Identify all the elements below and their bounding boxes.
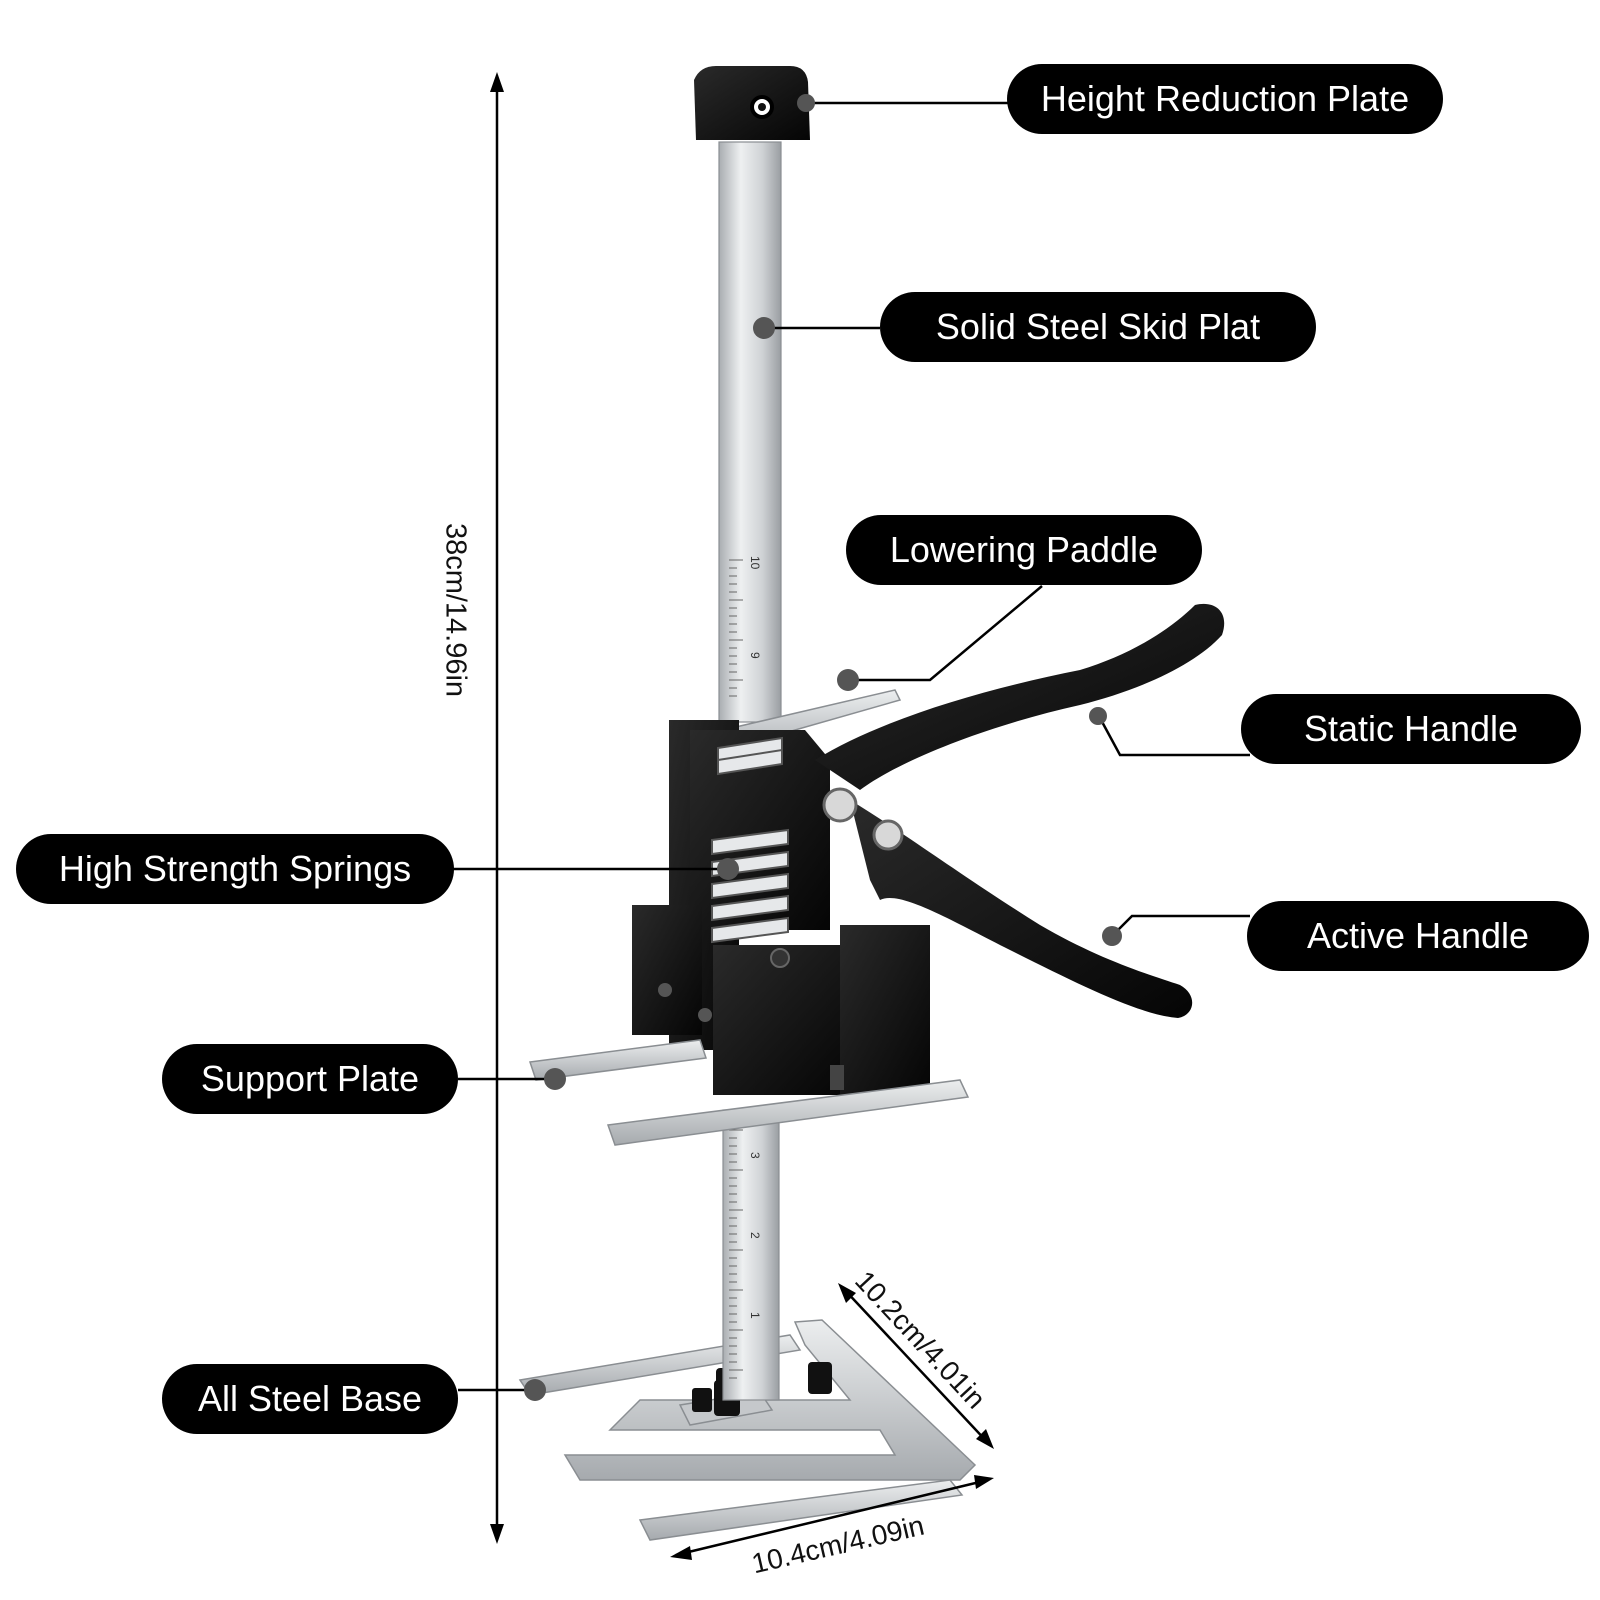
dot-high-strength-springs: [717, 858, 739, 880]
ruler-number: 1: [748, 1312, 762, 1319]
ruler-number: 2: [748, 1232, 762, 1239]
leader-static-handle: [1098, 717, 1250, 757]
label-support-plate: Support Plate: [162, 1044, 458, 1114]
label-height-reduction-plate: Height Reduction Plate: [1007, 64, 1443, 134]
spring-coil: [711, 828, 789, 856]
support-plate: [529, 1039, 970, 1146]
solid-steel-skid-plat: [718, 141, 782, 723]
active-handle: [850, 800, 1193, 1018]
steel-skid-bar-lower: [722, 1109, 780, 1401]
static-handle: [815, 603, 1225, 790]
ruler-number: 3: [748, 1152, 762, 1159]
depth-dimension-arrow: [838, 1283, 994, 1449]
dot-solid-steel-skid-plat: [753, 317, 775, 339]
ruler-number: 9: [748, 652, 762, 659]
ruler-lower: 3 2 1: [729, 1129, 762, 1379]
label-high-strength-springs: High Strength Springs: [16, 834, 454, 904]
width-dimension-arrow: [670, 1475, 994, 1560]
label-solid-steel-skid-plat: Solid Steel Skid Plat: [880, 292, 1316, 362]
ruler-number: 10: [748, 556, 762, 570]
leader-lines: [450, 101, 1250, 1392]
label-static-handle: Static Handle: [1241, 694, 1581, 764]
dot-all-steel-base: [524, 1379, 546, 1401]
leader-lowering-paddle: [852, 585, 1043, 682]
clamp-body: [632, 720, 930, 1095]
dot-support-plate: [544, 1068, 566, 1090]
label-all-steel-base: All Steel Base: [162, 1364, 458, 1434]
dot-static-handle: [1089, 707, 1107, 725]
height-reduction-plate: [694, 66, 810, 140]
label-active-handle: Active Handle: [1247, 901, 1589, 971]
spring-coil: [711, 872, 789, 900]
handle-rivets: [822, 787, 904, 851]
dot-height-reduction-plate: [797, 94, 815, 112]
spring-coil: [717, 748, 783, 776]
label-lowering-paddle: Lowering Paddle: [846, 515, 1202, 585]
spring-coil: [711, 894, 789, 922]
height-dimension-label: 38cm/14.96in: [439, 522, 472, 698]
leader-active-handle: [1111, 914, 1250, 937]
dot-lowering-paddle: [837, 669, 859, 691]
height-dimension-arrow: [490, 72, 504, 1544]
spring-coil: [711, 916, 789, 944]
leader-dots: [524, 94, 1122, 1401]
dot-active-handle: [1102, 926, 1122, 946]
ruler-upper: 10 9: [729, 556, 762, 697]
